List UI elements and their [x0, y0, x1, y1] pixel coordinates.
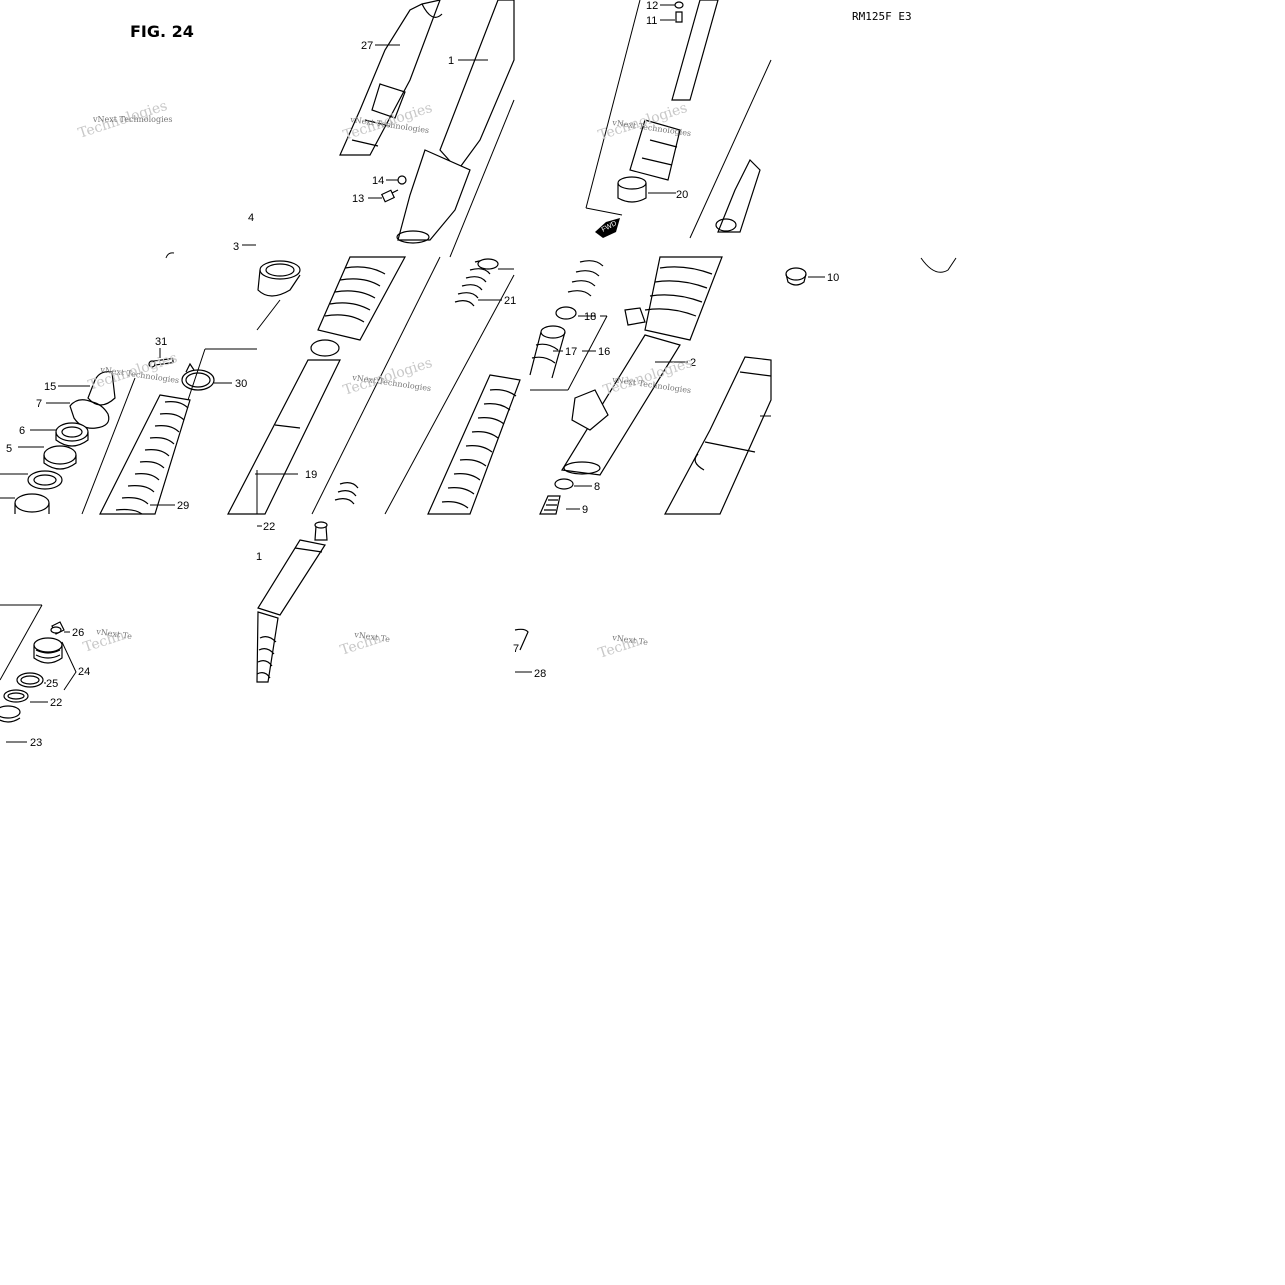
callout-9: 9 [582, 504, 588, 516]
piston-17 [529, 325, 566, 379]
washer-8 [554, 478, 574, 490]
outer-leg-2 [561, 334, 681, 476]
callout-4: 4 [248, 212, 254, 224]
cap-bolt-24 [33, 637, 63, 664]
watermark-4: Technologies vNext Technologies [86, 350, 179, 394]
spring-ring [310, 339, 340, 357]
bolt-31 [148, 357, 174, 368]
spring-stack [567, 260, 604, 297]
bolt-14 [397, 175, 407, 185]
callout-24: 24 [78, 666, 90, 678]
callout-7b: 7 [513, 643, 519, 655]
o-ring-25 [16, 672, 44, 688]
figure-title: FIG. 24 [130, 22, 194, 41]
washer-22 [3, 689, 29, 703]
callout-15: 15 [44, 381, 56, 393]
fork-boot-29 [99, 394, 191, 515]
callout-12: 12 [646, 0, 658, 12]
dust-seal-ring [257, 260, 301, 297]
callout-21: 21 [504, 295, 516, 307]
spring-lower [334, 482, 359, 505]
ring-18 [555, 306, 577, 320]
callout-5: 5 [6, 443, 12, 455]
callout-28: 28 [534, 668, 546, 680]
watermark-9: Techn vNext Te [596, 633, 649, 662]
model-code: RM125F E3 [852, 10, 912, 23]
clamp-30 [181, 362, 215, 391]
callout-6: 6 [19, 425, 25, 437]
callout-31: 31 [155, 336, 167, 348]
callout-20: 20 [676, 189, 688, 201]
bolt-26 [50, 621, 65, 635]
callout-26: 26 [72, 627, 84, 639]
callout-27: 27 [361, 40, 373, 52]
callout-7: 7 [36, 398, 42, 410]
screw-11 [675, 11, 683, 23]
ring-23 [0, 705, 21, 723]
bushing-20 [617, 176, 647, 203]
callout-10: 10 [827, 272, 839, 284]
callout-14: 14 [372, 175, 384, 187]
ring-stack [14, 470, 63, 514]
callout-3: 3 [233, 241, 239, 253]
callout-30: 30 [235, 378, 247, 390]
spring-21 [454, 258, 499, 307]
watermark-7: Techn vNext Te [81, 627, 133, 656]
oil-seal-6 [55, 422, 89, 447]
svg-text:vNext Technologies: vNext Technologies [92, 115, 172, 124]
callout-11: 11 [646, 15, 657, 27]
washer-12 [674, 1, 684, 9]
watermark-1: Technologies vNext Technologies [76, 98, 172, 142]
inner-tube-1 [396, 0, 515, 244]
watermark-8: Techn vNext Te [338, 630, 391, 659]
callout-22b: 22 [263, 521, 275, 533]
outer-leg-right [663, 356, 772, 515]
callout-1b: 1 [256, 551, 262, 563]
cap-10 [785, 267, 807, 286]
outer-tube-27 [339, 0, 443, 156]
fork-boot-upper [317, 256, 407, 341]
callout-19: 19 [305, 469, 317, 481]
callout-23: 23 [30, 737, 42, 749]
callout-18: 18 [584, 311, 596, 323]
callout-25: 25 [46, 678, 58, 690]
damper-rod-19 [227, 359, 341, 515]
callout-1: 1 [448, 55, 454, 67]
ring-5 [43, 445, 77, 470]
bolt-9 [539, 495, 561, 515]
fork-boot-lower [427, 374, 521, 515]
cartridge-rod [256, 521, 328, 683]
callout-13: 13 [352, 193, 364, 205]
fork-boot-right [624, 256, 723, 341]
callout-29: 29 [177, 500, 189, 512]
bolt-13 [380, 189, 399, 203]
callout-22: 22 [50, 697, 62, 709]
fwd-arrow: FWD [595, 218, 620, 238]
callout-2: 2 [690, 357, 696, 369]
inner-tube-upper [629, 0, 719, 181]
callout-8: 8 [594, 481, 600, 493]
callout-17: 17 [565, 346, 577, 358]
callout-16: 16 [598, 346, 610, 358]
